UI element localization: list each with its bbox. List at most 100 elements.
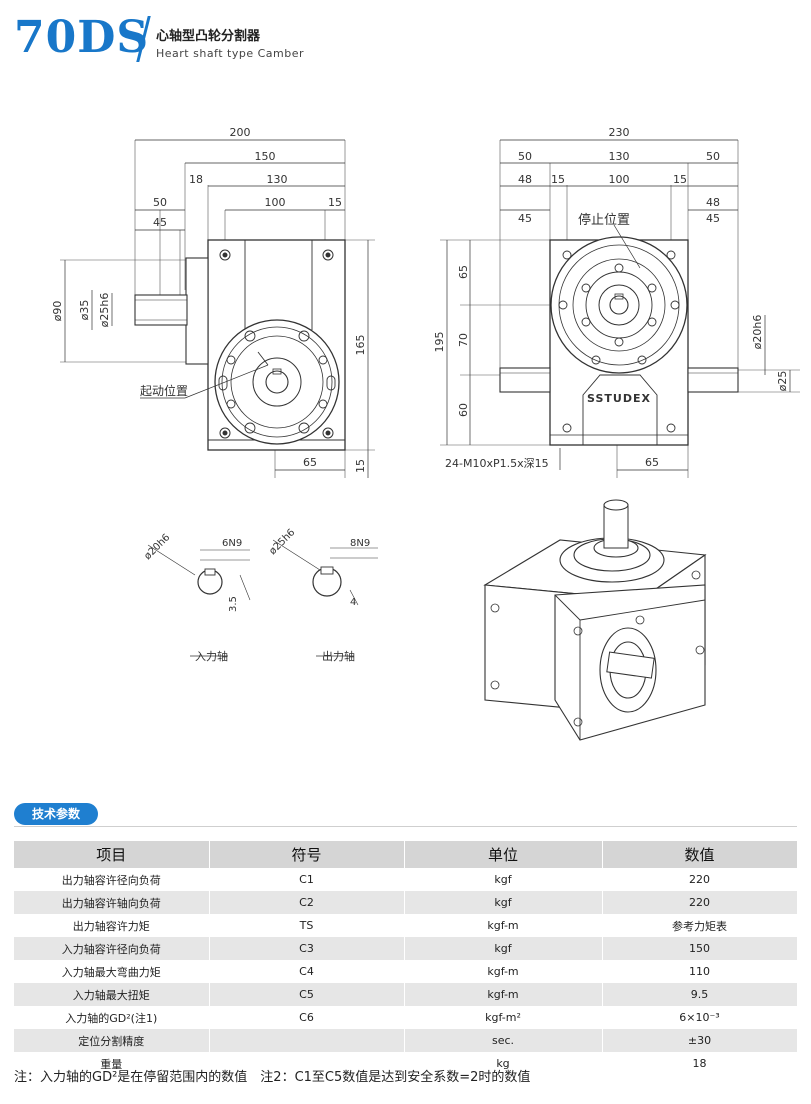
stop-position-label: 停止位置 (578, 212, 630, 228)
dim-18: 18 (189, 173, 203, 186)
dim-65-vertical: 65 (457, 265, 470, 279)
dim-130: 130 (609, 150, 630, 163)
output-key-size: 8N9 (350, 538, 370, 549)
cell-symbol: C4 (209, 960, 405, 983)
table-row: 入力轴最大扭矩 C5 kgf-m 9.5 (14, 983, 798, 1006)
cell-value: 9.5 (602, 983, 798, 1006)
dim-15-right: 15 (673, 173, 687, 186)
dim-50-right: 50 (706, 150, 720, 163)
input-shaft-label: 入力轴 (195, 649, 228, 663)
input-shaft-section (147, 544, 251, 657)
dia-35: ø35 (78, 300, 91, 321)
cell-symbol: C1 (209, 868, 405, 891)
header-symbol: 符号 (209, 841, 405, 868)
dim-65: 65 (303, 456, 317, 469)
cell-value: 220 (602, 868, 798, 891)
cell-unit: kgf-m (404, 960, 603, 983)
dia-25: ø25 (776, 371, 789, 392)
front-view-labels: 200 150 18 130 50 45 100 15 165 65 15 ø9… (51, 126, 367, 473)
dia-20h6: ø20h6 (751, 315, 764, 350)
cell-value: 6×10⁻³ (602, 1006, 798, 1029)
dim-100: 100 (609, 173, 630, 186)
output-shaft-section (272, 539, 378, 657)
dim-48-left: 48 (518, 173, 532, 186)
technical-drawing: 200 150 18 130 50 45 100 15 165 65 15 ø9… (51, 126, 800, 741)
start-position-label: 起动位置 (140, 383, 188, 398)
dim-195: 195 (433, 332, 446, 353)
cell-unit: kgf (404, 891, 603, 914)
title-cn: 心轴型凸轮分割器 (156, 29, 261, 44)
thread-spec: 24-M10xP1.5x深15 (445, 457, 549, 470)
cell-symbol: C5 (209, 983, 405, 1006)
cell-value: 参考力矩表 (602, 914, 798, 937)
cell-value: 18 (602, 1052, 798, 1075)
cell-unit: sec. (404, 1029, 603, 1052)
cell-unit: kgf (404, 937, 603, 960)
shaft-section-labels: ø20h6 6N9 3.5 入力轴 ø25h6 8N9 4 出力轴 (142, 527, 370, 663)
table-row: 重量 kg 18 (14, 1052, 798, 1075)
cell-value: 110 (602, 960, 798, 983)
table-row: 入力轴的GD²(注1) C6 kgf-m² 6×10⁻³ (14, 1006, 798, 1029)
output-shaft-label: 出力轴 (322, 649, 355, 663)
header-item: 项目 (14, 841, 210, 868)
footnote: 注：入力轴的GD²是在停留范围内的数值 注2：C1至C5数值是达到安全系数=2时… (14, 1070, 531, 1085)
dim-100: 100 (265, 196, 286, 209)
dim-45-left: 45 (518, 212, 532, 225)
cell-item: 入力轴最大扭矩 (14, 983, 210, 1006)
cell-unit: kgf-m² (404, 1006, 603, 1029)
cell-unit: kgf-m (404, 914, 603, 937)
dim-15-left: 15 (551, 173, 565, 186)
dim-70: 70 (457, 333, 470, 347)
cell-unit: kgf (404, 868, 603, 891)
dim-150: 150 (255, 150, 276, 163)
cell-value: 150 (602, 937, 798, 960)
cell-item: 出力轴容许力矩 (14, 914, 210, 937)
dim-230: 230 (609, 126, 630, 139)
input-key-size: 6N9 (222, 538, 242, 549)
output-key-depth: 4 (350, 597, 356, 608)
dim-15-bottom: 15 (354, 459, 367, 473)
side-view (440, 139, 800, 478)
cell-value: ±30 (602, 1029, 798, 1052)
side-view-labels: 230 50 130 50 48 15 100 15 48 45 45 65 1… (433, 126, 789, 470)
dim-45-right: 45 (706, 212, 720, 225)
cell-symbol: C2 (209, 891, 405, 914)
cell-item: 入力轴最大弯曲力矩 (14, 960, 210, 983)
dim-50: 50 (153, 196, 167, 209)
cell-item: 定位分割精度 (14, 1029, 210, 1052)
dia-90: ø90 (51, 301, 64, 322)
dim-65-bottom: 65 (645, 456, 659, 469)
brand-mark: SSTUDEX (587, 392, 651, 405)
dim-15-top: 15 (328, 196, 342, 209)
cell-item: 重量 (14, 1052, 210, 1075)
section-divider (14, 826, 797, 827)
dim-130: 130 (267, 173, 288, 186)
model-number: 70DS (14, 12, 150, 63)
dim-50-left: 50 (518, 150, 532, 163)
cell-symbol: TS (209, 914, 405, 937)
input-key-depth: 3.5 (228, 596, 239, 612)
table-row: 出力轴容许力矩 TS kgf-m 参考力矩表 (14, 914, 798, 937)
table-row: 入力轴最大弯曲力矩 C4 kgf-m 110 (14, 960, 798, 983)
cell-symbol (209, 1052, 405, 1075)
table-row: 出力轴容许径向负荷 C1 kgf 220 (14, 868, 798, 891)
cell-value: 220 (602, 891, 798, 914)
header: 70DS 心轴型凸轮分割器 Heart shaft type Camber (14, 10, 414, 70)
dia-25h6: ø25h6 (98, 293, 111, 328)
table-row: 入力轴容许径向负荷 C3 kgf 150 (14, 937, 798, 960)
cell-item: 出力轴容许径向负荷 (14, 868, 210, 891)
title-en: Heart shaft type Camber (156, 47, 305, 60)
dim-48-right: 48 (706, 196, 720, 209)
dim-60: 60 (457, 403, 470, 417)
header-unit: 单位 (404, 841, 603, 868)
isometric-view (483, 499, 707, 741)
dim-200: 200 (230, 126, 251, 139)
table-header-row: 项目 符号 单位 数值 (14, 841, 798, 868)
section-title-badge: 技术参数 (14, 803, 98, 825)
dim-45: 45 (153, 216, 167, 229)
dim-165: 165 (354, 335, 367, 356)
table-row: 定位分割精度 sec. ±30 (14, 1029, 798, 1052)
spec-table: 项目 符号 单位 数值 出力轴容许径向负荷 C1 kgf 220 出力轴容许轴向… (14, 841, 798, 1075)
cell-item: 入力轴容许径向负荷 (14, 937, 210, 960)
cell-unit: kg (404, 1052, 603, 1075)
